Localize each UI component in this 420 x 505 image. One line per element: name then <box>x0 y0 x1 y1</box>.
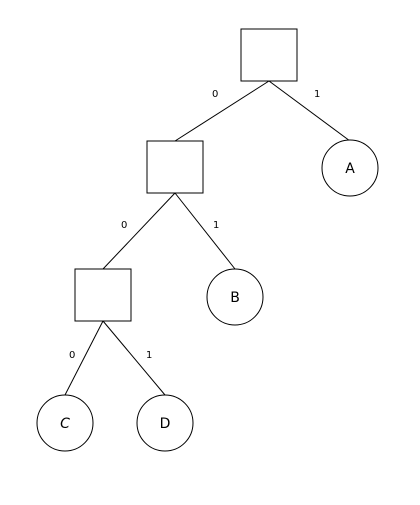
edge-n1-to-b <box>174 192 236 270</box>
leaf-node-c <box>36 394 94 452</box>
edge-label-root-n1: 0 <box>212 89 218 100</box>
edge-label-n2-d: 1 <box>146 350 152 361</box>
edge-root-to-n1 <box>174 80 270 142</box>
leaf-label-c: C <box>60 416 70 432</box>
edge-label-n2-c: 0 <box>69 350 75 361</box>
root-node <box>240 28 298 82</box>
internal-node-2 <box>74 268 132 322</box>
edge-label-n1-b: 1 <box>213 220 219 231</box>
edge-n2-to-c <box>64 320 104 396</box>
leaf-node-a <box>321 139 379 197</box>
leaf-label-a: A <box>345 161 355 177</box>
leaf-node-d <box>136 394 194 452</box>
leaf-label-d: D <box>160 416 171 432</box>
internal-node-1 <box>146 140 204 194</box>
edge-label-n1-n2: 0 <box>121 220 127 231</box>
edge-n1-to-n2 <box>102 192 176 270</box>
leaf-node-b <box>206 268 264 326</box>
leaf-label-b: B <box>230 290 240 306</box>
edge-root-to-a <box>268 80 351 142</box>
edge-label-root-a: 1 <box>314 89 320 100</box>
edge-n2-to-d <box>102 320 166 396</box>
